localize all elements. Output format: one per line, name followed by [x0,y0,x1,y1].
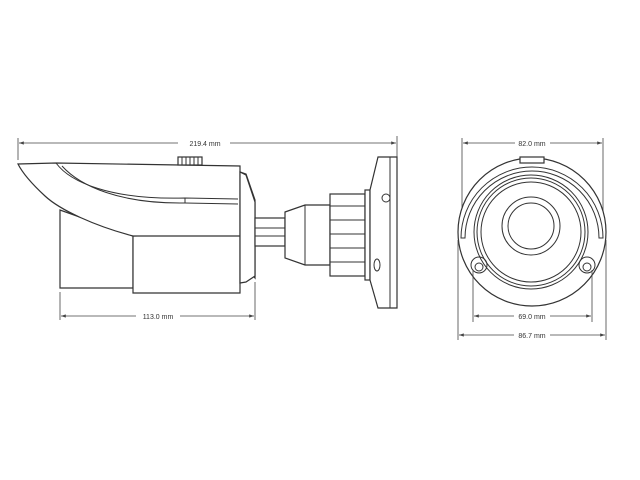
screw-left [470,256,488,274]
lens-outer [501,196,561,256]
inner-width-label: 69.0 mm [518,314,545,321]
top-nut [519,156,545,164]
dimension-total-length: 219.4 mm [17,136,398,160]
screw-right [578,256,596,274]
body-length-label: 113.0 mm [143,314,174,321]
mount-collar [284,204,331,266]
outer-housing [457,157,607,307]
outer-width-label: 86.7 mm [518,333,545,340]
mount-arm [254,217,286,247]
total-length-label: 219.4 mm [189,141,220,148]
wall-plate [369,156,398,309]
front-view: 82.0 mm 69.0 mm 86.7 mm [457,138,607,340]
camera-visor [17,162,241,237]
dimension-body-length: 113.0 mm [59,282,256,321]
camera-body-lower [132,232,241,294]
dimension-outer-width: 86.7 mm [457,240,607,340]
dimension-inner-width: 69.0 mm [472,270,593,322]
front-width-label: 82.0 mm [518,141,545,148]
lens [507,202,555,250]
side-view: 219.4 mm [17,136,398,321]
